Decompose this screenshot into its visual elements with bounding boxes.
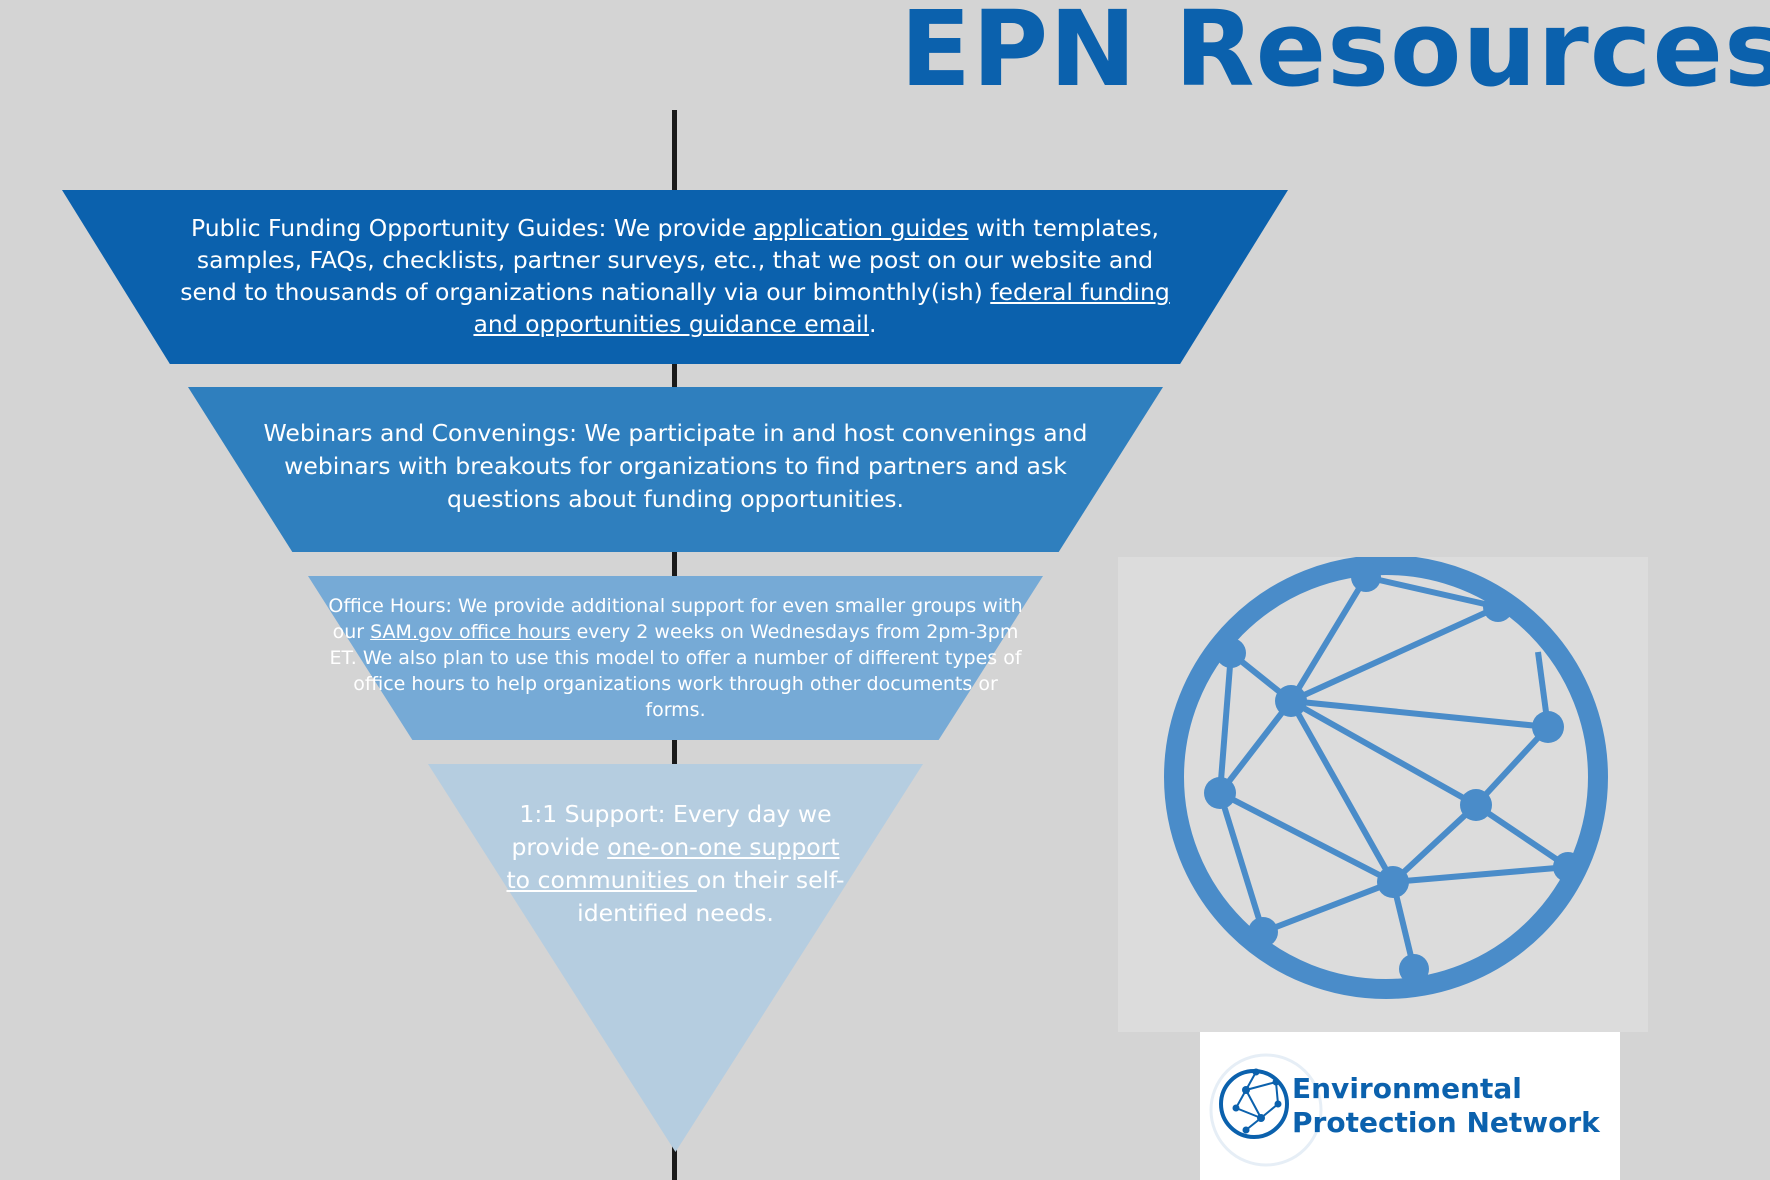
tier-shape: [188, 387, 1163, 552]
tier-shape: [308, 576, 1043, 740]
tier-text-segment: 1:1 Support: Every day we provide: [511, 800, 832, 861]
logo-wordmark: Environmental Protection Network: [1292, 1072, 1600, 1140]
tier-text-segment: .: [869, 310, 877, 338]
logo-line-2: Protection Network: [1292, 1106, 1600, 1139]
tier-text: Webinars and Convenings: We participate …: [248, 417, 1103, 516]
logo-globe-icon: [1209, 1053, 1323, 1167]
application-guides-link[interactable]: application guides: [753, 214, 969, 242]
tier-webinars-convenings: Webinars and Convenings: We participate …: [188, 387, 1163, 552]
tier-text-segment: with templates, samples, FAQs, checklist…: [180, 214, 1160, 306]
tier-public-funding-guides: Public Funding Opportunity Guides: We pr…: [62, 190, 1288, 364]
page-title: EPN Resources: [900, 0, 1770, 110]
tier-text: Office Hours: We provide additional supp…: [328, 593, 1023, 723]
tier-office-hours: Office Hours: We provide additional supp…: [308, 576, 1043, 740]
tier-text: Public Funding Opportunity Guides: We pr…: [172, 212, 1178, 340]
globe-network-icon: [1164, 555, 1608, 999]
one-on-one-support-link[interactable]: one-on-one support to communities: [506, 833, 840, 894]
logo-line-1: Environmental: [1292, 1072, 1522, 1105]
tier-one-on-one-support: 1:1 Support: Every day we provide one-on…: [428, 764, 923, 1152]
tier-text: 1:1 Support: Every day we provide one-on…: [498, 798, 853, 930]
globe-network-image: [1118, 555, 1648, 1032]
tier-text-segment: every 2 weeks on Wednesdays from 2pm-3pm…: [329, 621, 1022, 721]
sam-gov-office-hours-link[interactable]: SAM.gov office hours: [370, 621, 571, 643]
tier-text-segment: on their self-identified needs.: [577, 866, 845, 927]
tier-shape: [62, 190, 1288, 364]
tier-text-segment: Webinars and Convenings: We participate …: [263, 419, 1088, 513]
funding-guidance-email-link[interactable]: federal funding and opportunities guidan…: [473, 278, 1170, 338]
tier-text-segment: Office Hours: We provide additional supp…: [328, 595, 1023, 643]
tier-text-segment: Public Funding Opportunity Guides: We pr…: [190, 214, 754, 242]
epn-logo: Environmental Protection Network: [1200, 1032, 1620, 1180]
